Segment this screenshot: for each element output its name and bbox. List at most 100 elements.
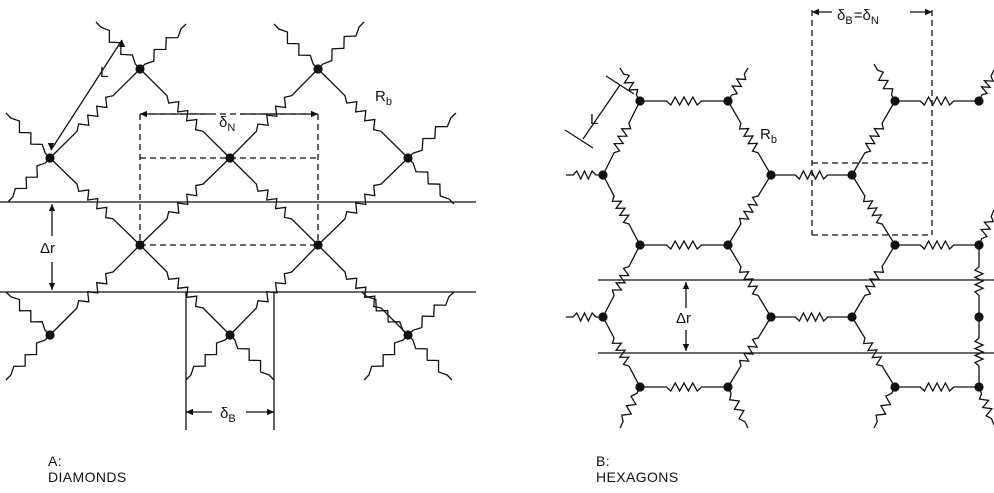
- resistor-bond: [727, 244, 772, 318]
- bond-spacing-label: δB: [220, 405, 236, 425]
- resistor-bond: [873, 63, 896, 102]
- resistor-bond: [640, 239, 728, 251]
- node-dot: [135, 240, 145, 250]
- resistor-bond: [229, 68, 319, 159]
- resistor-label-b: Rb: [760, 126, 777, 146]
- row-spacing-label-b: Δr: [676, 310, 691, 327]
- node-dot: [313, 64, 323, 74]
- resistor-bond: [727, 386, 749, 429]
- node-dot: [723, 382, 733, 392]
- resistor-bond: [978, 69, 994, 102]
- node-dot: [598, 170, 608, 180]
- caption-b: B: HEXAGONS: [596, 453, 679, 485]
- resistor-bond: [602, 244, 641, 318]
- resistor-bond: [895, 239, 979, 251]
- resistor-bond: [407, 291, 455, 336]
- resistor-bond: [851, 100, 896, 176]
- arrow-head: [48, 283, 56, 290]
- resistor-bond: [363, 334, 409, 381]
- node-dot: [313, 240, 323, 250]
- node-dot: [974, 382, 984, 392]
- node-dot: [403, 330, 413, 340]
- length-dimension-line: [582, 84, 621, 140]
- node-dot: [847, 170, 857, 180]
- resistor-bond: [727, 316, 772, 388]
- arrow-head: [267, 408, 274, 416]
- resistor-bond: [771, 169, 852, 181]
- caption-b-letter: B:: [596, 453, 611, 469]
- caption-a: A: DIAMONDS: [48, 453, 127, 485]
- resistor-bond: [5, 291, 51, 336]
- arrow-head: [812, 8, 819, 16]
- resistor-bond: [619, 67, 641, 102]
- node-dot: [723, 96, 733, 106]
- resistor-bond: [49, 157, 141, 246]
- resistor-bond: [317, 157, 409, 246]
- resistor-bond: [407, 334, 453, 381]
- resistor-bond: [317, 68, 409, 159]
- resistor-bond: [973, 245, 985, 317]
- resistor-bond: [229, 244, 319, 336]
- diamond-network-panel: [0, 21, 476, 430]
- node-dot: [135, 64, 145, 74]
- node-dot: [723, 240, 733, 250]
- resistor-bond: [139, 68, 231, 159]
- arrow-head: [311, 110, 318, 118]
- node-dot: [45, 330, 55, 340]
- node-dot: [890, 240, 900, 250]
- node-dot: [974, 240, 984, 250]
- resistor-bond: [895, 381, 979, 393]
- arrow-head: [48, 204, 56, 211]
- arrow-head: [682, 344, 690, 351]
- caption-a-title: DIAMONDS: [48, 469, 127, 485]
- resistor-bond: [139, 244, 231, 336]
- length-label-a: L: [100, 64, 108, 81]
- arrow-head: [682, 282, 690, 289]
- resistor-bond: [978, 386, 994, 426]
- resistor-bond: [407, 157, 455, 205]
- resistor-bond: [229, 334, 275, 381]
- node-dot: [635, 382, 645, 392]
- length-dimension-line: [50, 39, 123, 151]
- resistor-bond: [5, 334, 51, 381]
- resistor-bond: [361, 291, 409, 336]
- resistor-bond: [229, 157, 319, 246]
- resistor-bond: [139, 23, 187, 70]
- resistor-bond: [602, 174, 641, 246]
- node-dot: [766, 312, 776, 322]
- node-dot: [974, 96, 984, 106]
- resistor-bond: [727, 100, 772, 176]
- resistor-bond: [5, 112, 51, 159]
- node-dot: [974, 312, 984, 322]
- length-label-b: L: [590, 111, 598, 128]
- node-dot: [847, 312, 857, 322]
- resistor-bond: [7, 157, 51, 203]
- node-spacing-label: δN: [219, 114, 235, 134]
- resistor-bond: [566, 311, 603, 323]
- node-dot: [598, 312, 608, 322]
- spacing-equality-label: δB=δN: [837, 7, 879, 27]
- node-dot: [635, 240, 645, 250]
- resistor-bond: [895, 95, 979, 107]
- resistor-bond: [727, 174, 772, 246]
- resistor-bond: [851, 316, 896, 388]
- resistor-bond: [873, 386, 896, 429]
- row-spacing-label-a: Δr: [40, 240, 55, 257]
- resistor-bond: [640, 95, 728, 107]
- resistor-bond: [619, 386, 641, 429]
- resistor-bond: [727, 67, 749, 102]
- resistor-label-a: Rb: [375, 88, 392, 108]
- node-dot: [890, 382, 900, 392]
- resistor-bond: [49, 244, 141, 336]
- node-dot: [890, 96, 900, 106]
- node-dot: [403, 153, 413, 163]
- node-dot: [45, 153, 55, 163]
- caption-a-letter: A:: [48, 453, 63, 469]
- resistor-bond: [602, 100, 641, 176]
- resistor-bond: [407, 112, 457, 159]
- node-dot: [635, 96, 645, 106]
- length-tick: [564, 129, 594, 149]
- resistor-bond: [185, 334, 231, 381]
- resistor-bond: [851, 174, 896, 246]
